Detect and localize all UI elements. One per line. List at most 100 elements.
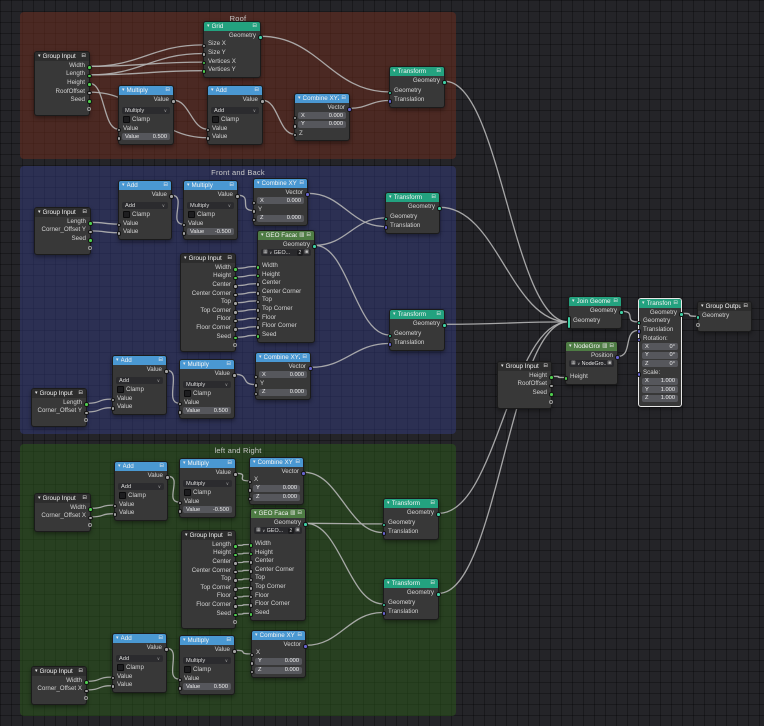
node-facade_fb[interactable]: ▾GEO Facade▥⊟Geometry▦∨GEO...2▣WidthHeig… xyxy=(255,230,317,343)
collapse-icon[interactable]: ▾ xyxy=(255,632,258,638)
virtual-socket[interactable] xyxy=(84,418,88,423)
socket-value[interactable] xyxy=(177,509,182,514)
socket-value[interactable] xyxy=(110,675,115,681)
socket-geometry[interactable] xyxy=(636,320,641,326)
socket-width[interactable] xyxy=(88,507,93,512)
collapse-icon[interactable]: ▾ xyxy=(642,300,645,306)
socket-geometry[interactable] xyxy=(258,35,263,40)
socket-geometry[interactable] xyxy=(387,333,392,339)
datablock-selector[interactable]: ▦∨NodeGro...▣ xyxy=(569,360,614,368)
operation-dropdown[interactable]: Multiply∨ xyxy=(187,202,234,210)
collapse-icon[interactable]: ▾ xyxy=(187,182,190,188)
node-header-icon[interactable]: ⊟ xyxy=(543,362,548,369)
socket-geometry[interactable] xyxy=(442,323,447,328)
node-header[interactable]: ▾Multiply⊟ xyxy=(180,636,234,645)
node-header-icon[interactable]: ⊟ xyxy=(158,634,163,641)
socket-z[interactable] xyxy=(253,391,258,397)
collapse-icon[interactable]: ▾ xyxy=(259,354,262,360)
socket-top[interactable] xyxy=(233,578,238,583)
node-header-icon[interactable]: ⊟ xyxy=(430,579,435,586)
node-header[interactable]: ▾Group Input⊟ xyxy=(35,52,89,61)
collapse-icon[interactable]: ▾ xyxy=(207,23,210,29)
socket-width[interactable] xyxy=(233,267,238,272)
socket-height[interactable] xyxy=(87,82,92,87)
value-field-value[interactable]: Value-0.500 xyxy=(183,506,232,514)
socket-width[interactable] xyxy=(87,65,92,70)
socket-width[interactable] xyxy=(255,265,260,270)
socket-value[interactable] xyxy=(177,686,182,691)
collapse-icon[interactable]: ▾ xyxy=(211,87,214,93)
node-header-icon[interactable]: ⊟ xyxy=(82,208,87,215)
clamp-checkbox[interactable]: Clamp xyxy=(119,210,150,218)
node-header-icon[interactable]: ⊟ xyxy=(673,299,678,306)
collapse-icon[interactable]: ▾ xyxy=(116,357,119,363)
node-header-icon[interactable]: ⊟ xyxy=(165,86,170,93)
node-header-icon[interactable]: ⊟ xyxy=(227,459,232,466)
socket-value[interactable] xyxy=(110,406,115,411)
node-facade_lr[interactable]: ▾GEO Facade▥⊟Geometry▦∨GEO...2▣WidthHeig… xyxy=(248,508,308,621)
socket-value[interactable] xyxy=(232,373,237,378)
socket-geometry[interactable] xyxy=(437,206,442,211)
clamp-checkbox[interactable]: Clamp xyxy=(180,665,211,673)
node-header[interactable]: ▾Transform⊟ xyxy=(639,299,681,308)
socket-scale[interactable] xyxy=(636,372,641,377)
socket-geometry[interactable] xyxy=(381,602,386,608)
socket-x[interactable] xyxy=(251,200,256,206)
socket-length[interactable] xyxy=(87,73,92,79)
node-header[interactable]: ▾Combine XYZ⊟ xyxy=(254,179,307,188)
operation-dropdown[interactable]: Add∨ xyxy=(122,202,168,210)
socket-center-corner[interactable] xyxy=(233,292,238,298)
socket-width[interactable] xyxy=(84,680,89,685)
virtual-socket[interactable] xyxy=(87,107,91,111)
operation-dropdown[interactable]: Add∨ xyxy=(211,107,259,115)
collapse-icon[interactable]: ▾ xyxy=(184,255,187,261)
node-header-icon[interactable]: ⊟ xyxy=(227,531,232,538)
collapse-icon[interactable]: ▾ xyxy=(38,209,41,215)
socket-seed[interactable] xyxy=(88,238,93,243)
socket-geometry[interactable] xyxy=(436,512,441,517)
fake-user-icon[interactable]: ▣ xyxy=(607,360,612,367)
socket-translation[interactable] xyxy=(381,611,386,616)
edit-group-icon[interactable]: ▥ xyxy=(602,342,608,349)
socket-size-y[interactable] xyxy=(201,52,206,57)
collapse-icon[interactable]: ▾ xyxy=(183,637,186,643)
socket-geometry[interactable] xyxy=(381,522,386,528)
socket-seed[interactable] xyxy=(248,612,253,617)
node-header[interactable]: ▾Add⊟ xyxy=(119,181,171,190)
socket-translation[interactable] xyxy=(381,531,386,536)
socket-vertices-x[interactable] xyxy=(201,60,206,66)
node-header[interactable]: ▾Transform⊟ xyxy=(384,579,438,588)
node-header-icon[interactable]: ⊟ xyxy=(252,22,257,29)
edit-group-icon[interactable]: ▥ xyxy=(299,231,305,238)
collapse-icon[interactable]: ▾ xyxy=(38,53,41,59)
virtual-socket[interactable] xyxy=(233,343,237,348)
socket-value[interactable] xyxy=(110,397,115,403)
node-header-icon[interactable]: ⊟ xyxy=(299,179,304,186)
socket-vector[interactable] xyxy=(305,192,310,197)
socket-translation[interactable] xyxy=(387,342,392,347)
socket-value[interactable] xyxy=(116,127,121,133)
collapse-icon[interactable]: ▾ xyxy=(569,343,572,349)
socket-geometry[interactable] xyxy=(387,90,392,96)
node-header[interactable]: ▾Group Input⊟ xyxy=(498,362,551,371)
node-header[interactable]: ▾GEO Facade▥⊟ xyxy=(251,509,305,518)
socket-height[interactable] xyxy=(563,376,568,381)
socket-value[interactable] xyxy=(205,136,210,141)
collapse-icon[interactable]: ▾ xyxy=(501,363,504,369)
